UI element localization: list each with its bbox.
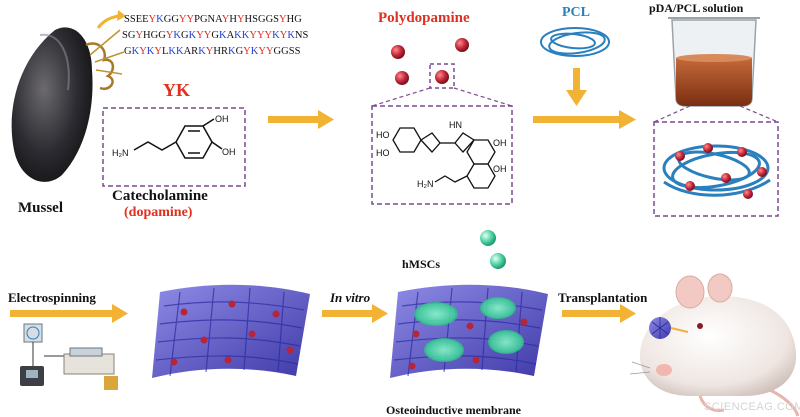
sequence-pointer-arrow bbox=[96, 14, 119, 29]
fiber-coil-icon bbox=[540, 27, 610, 57]
beaker-zoom-line-right bbox=[739, 105, 779, 123]
process-arrow-3 bbox=[10, 304, 128, 323]
sequence-line-2: SGYHGGYKGKYYGKAKKYYYKYKNS bbox=[122, 30, 309, 41]
osteoinductive-membrane-label: Osteoinductive membrane bbox=[386, 403, 522, 417]
zoom-line-right bbox=[453, 87, 513, 107]
dopamine-structure-box bbox=[102, 107, 246, 187]
electrospinning-label: Electrospinning bbox=[8, 290, 96, 305]
pda-pcl-particles bbox=[675, 143, 767, 199]
polydopamine-label: Polydopamine bbox=[378, 10, 470, 26]
pda-hn: HN bbox=[449, 120, 462, 130]
dopamine-structure bbox=[133, 118, 223, 159]
dopamine-oh-2: OH bbox=[222, 147, 236, 157]
process-arrow-4 bbox=[322, 304, 388, 323]
in-vitro-label: In vitro bbox=[329, 290, 371, 305]
catecholamine-label: Catecholamine bbox=[112, 188, 208, 204]
pda-oh-2: OH bbox=[493, 164, 507, 174]
solution-zoom-box bbox=[653, 121, 779, 217]
hmscs-cells bbox=[480, 230, 506, 269]
dopamine-amine: H₂N bbox=[112, 148, 129, 158]
zoom-line-left bbox=[371, 87, 431, 107]
pda-oh-1: OH bbox=[493, 138, 507, 148]
pcl-down-arrow bbox=[566, 68, 587, 106]
beaker-zoom-line-left bbox=[653, 105, 691, 123]
process-arrow-1 bbox=[268, 110, 334, 129]
beaker-icon bbox=[668, 17, 760, 107]
hmscs-label: hMSCs bbox=[402, 257, 440, 271]
polydopamine-structure-box bbox=[371, 105, 513, 205]
osteoinductive-membrane-icon bbox=[390, 284, 548, 378]
watermark: SCIENCEAG.COM bbox=[704, 401, 800, 413]
pcl-label: PCL bbox=[562, 5, 590, 20]
membrane-icon bbox=[152, 284, 310, 378]
solution-label: pDA/PCL solution bbox=[649, 1, 744, 15]
mouse-icon bbox=[629, 273, 800, 417]
pda-ho-1: HO bbox=[376, 130, 390, 140]
electrospinning-device-icon bbox=[20, 323, 118, 390]
sequence-line-1: SSEEYKGGYYPGNAYHYHSGGSYHG bbox=[124, 14, 302, 25]
process-arrow-5 bbox=[562, 304, 636, 323]
yk-label: YK bbox=[163, 80, 190, 100]
implant-patch-icon bbox=[649, 317, 689, 339]
mussel-icon bbox=[11, 27, 125, 182]
pda-amine: H₂N bbox=[417, 179, 434, 189]
process-arrow-2 bbox=[533, 110, 636, 129]
dopamine-label: (dopamine) bbox=[124, 205, 193, 220]
particle-zoom-box bbox=[429, 63, 455, 89]
pda-ho-2: HO bbox=[376, 148, 390, 158]
polydopamine-particles bbox=[391, 38, 469, 85]
sequence-pointer-arrowhead bbox=[117, 10, 126, 21]
sequence-line-3: GKYKYLKKARKYHRKGYKYYGGSS bbox=[124, 46, 301, 57]
mussel-label: Mussel bbox=[18, 200, 63, 216]
polydopamine-structure bbox=[392, 127, 496, 189]
dopamine-oh-1: OH bbox=[215, 114, 229, 124]
transplantation-label: Transplantation bbox=[558, 290, 648, 305]
